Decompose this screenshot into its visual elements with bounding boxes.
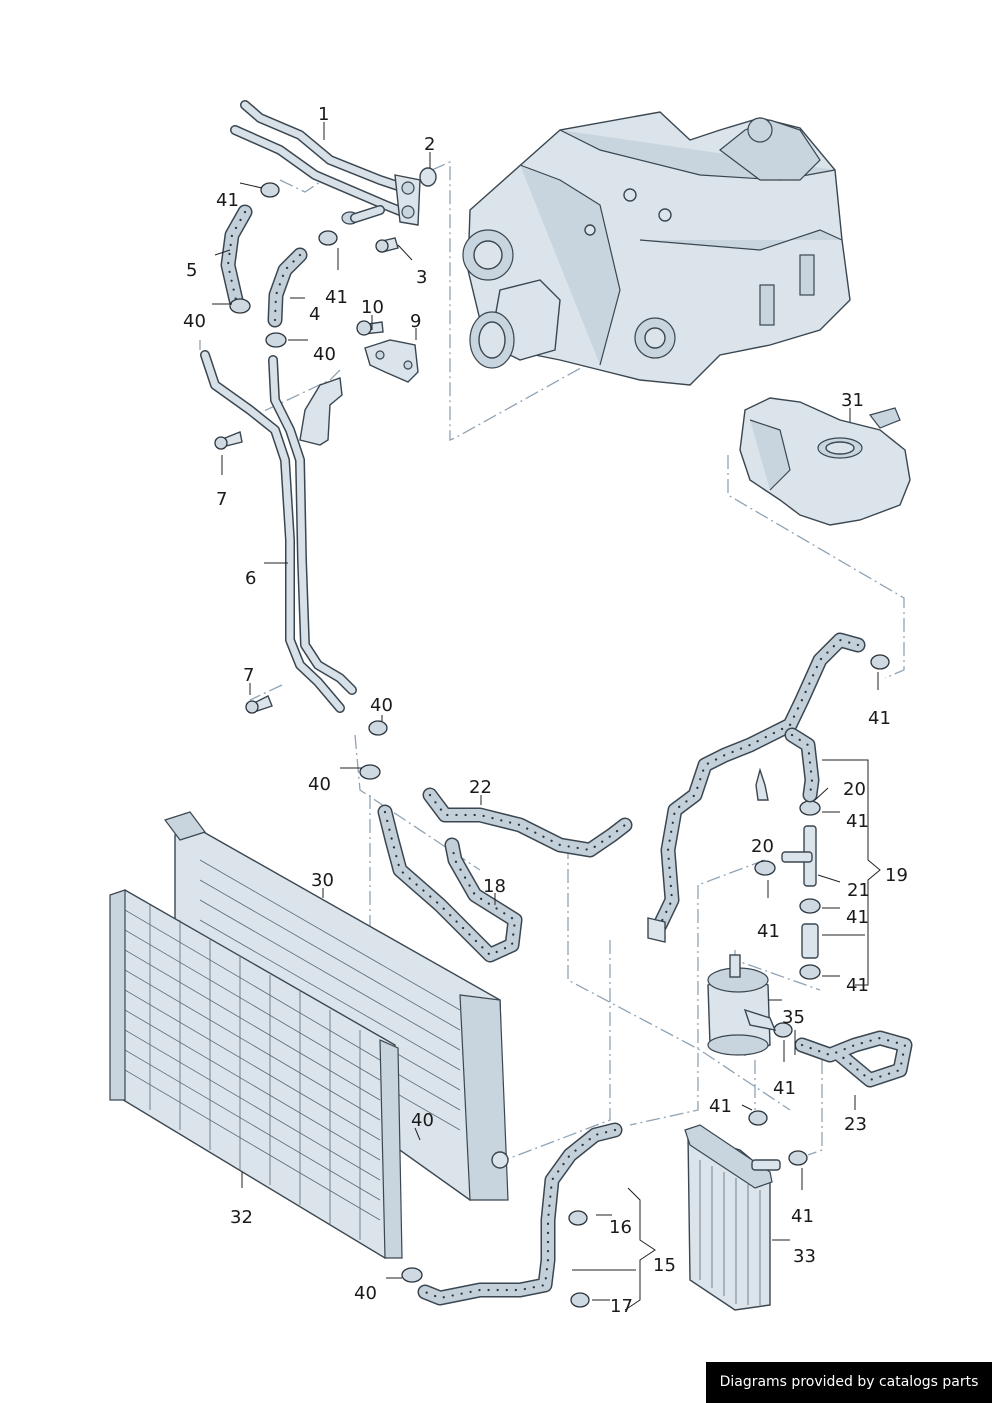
coolant-pump <box>707 954 777 1056</box>
callout-4: 4 <box>309 304 320 325</box>
leader-lines <box>212 122 881 1311</box>
callout-31: 31 <box>841 390 864 411</box>
callout-20: 20 <box>751 836 774 857</box>
callout-19: 19 <box>885 865 908 886</box>
callout-41: 41 <box>868 708 891 729</box>
callout-18: 18 <box>483 876 506 897</box>
callout-40: 40 <box>313 344 336 365</box>
fasteners <box>214 237 419 714</box>
callout-33: 33 <box>793 1246 816 1267</box>
callout-41: 41 <box>846 811 869 832</box>
callout-41: 41 <box>216 190 239 211</box>
callout-40: 40 <box>183 311 206 332</box>
callout-41: 41 <box>325 287 348 308</box>
t-piece <box>781 825 819 959</box>
callout-40: 40 <box>370 695 393 716</box>
callout-1: 1 <box>318 104 329 125</box>
callout-22: 22 <box>469 777 492 798</box>
callout-16: 16 <box>609 1217 632 1238</box>
callout-41: 41 <box>846 907 869 928</box>
auxiliary-radiator <box>684 1124 781 1311</box>
callout-7: 7 <box>216 489 227 510</box>
callout-21: 21 <box>847 880 870 901</box>
callout-9: 9 <box>410 311 421 332</box>
coolant-pipe-6 <box>200 350 357 713</box>
callout-35: 35 <box>782 1007 805 1028</box>
callout-41: 41 <box>846 975 869 996</box>
callout-20: 20 <box>843 779 866 800</box>
callout-41: 41 <box>773 1078 796 1099</box>
coolant-pipe-upper <box>230 100 437 226</box>
callout-2: 2 <box>424 134 435 155</box>
supercharger-assembly <box>462 111 851 386</box>
callout-17: 17 <box>610 1296 633 1317</box>
clamps <box>229 182 890 1308</box>
callout-41: 41 <box>709 1096 732 1117</box>
condenser <box>109 889 403 1259</box>
callout-30: 30 <box>311 870 334 891</box>
hoses-lower <box>377 632 913 1306</box>
callout-10: 10 <box>361 297 384 318</box>
callout-41: 41 <box>757 921 780 942</box>
callout-32: 32 <box>230 1207 253 1228</box>
credit-banner: Diagrams provided by catalogs parts <box>706 1362 992 1403</box>
callout-5: 5 <box>186 260 197 281</box>
callout-41: 41 <box>791 1206 814 1227</box>
callout-23: 23 <box>844 1114 867 1135</box>
expansion-tank <box>739 397 911 526</box>
callout-3: 3 <box>416 267 427 288</box>
callout-labels: 1 2 3 41 5 41 4 40 10 9 40 7 6 7 40 40 2… <box>183 104 908 1317</box>
callout-7: 7 <box>243 665 254 686</box>
callout-40: 40 <box>308 774 331 795</box>
callout-6: 6 <box>245 568 256 589</box>
callout-40: 40 <box>411 1110 434 1131</box>
callout-15: 15 <box>653 1255 676 1276</box>
callout-40: 40 <box>354 1283 377 1304</box>
